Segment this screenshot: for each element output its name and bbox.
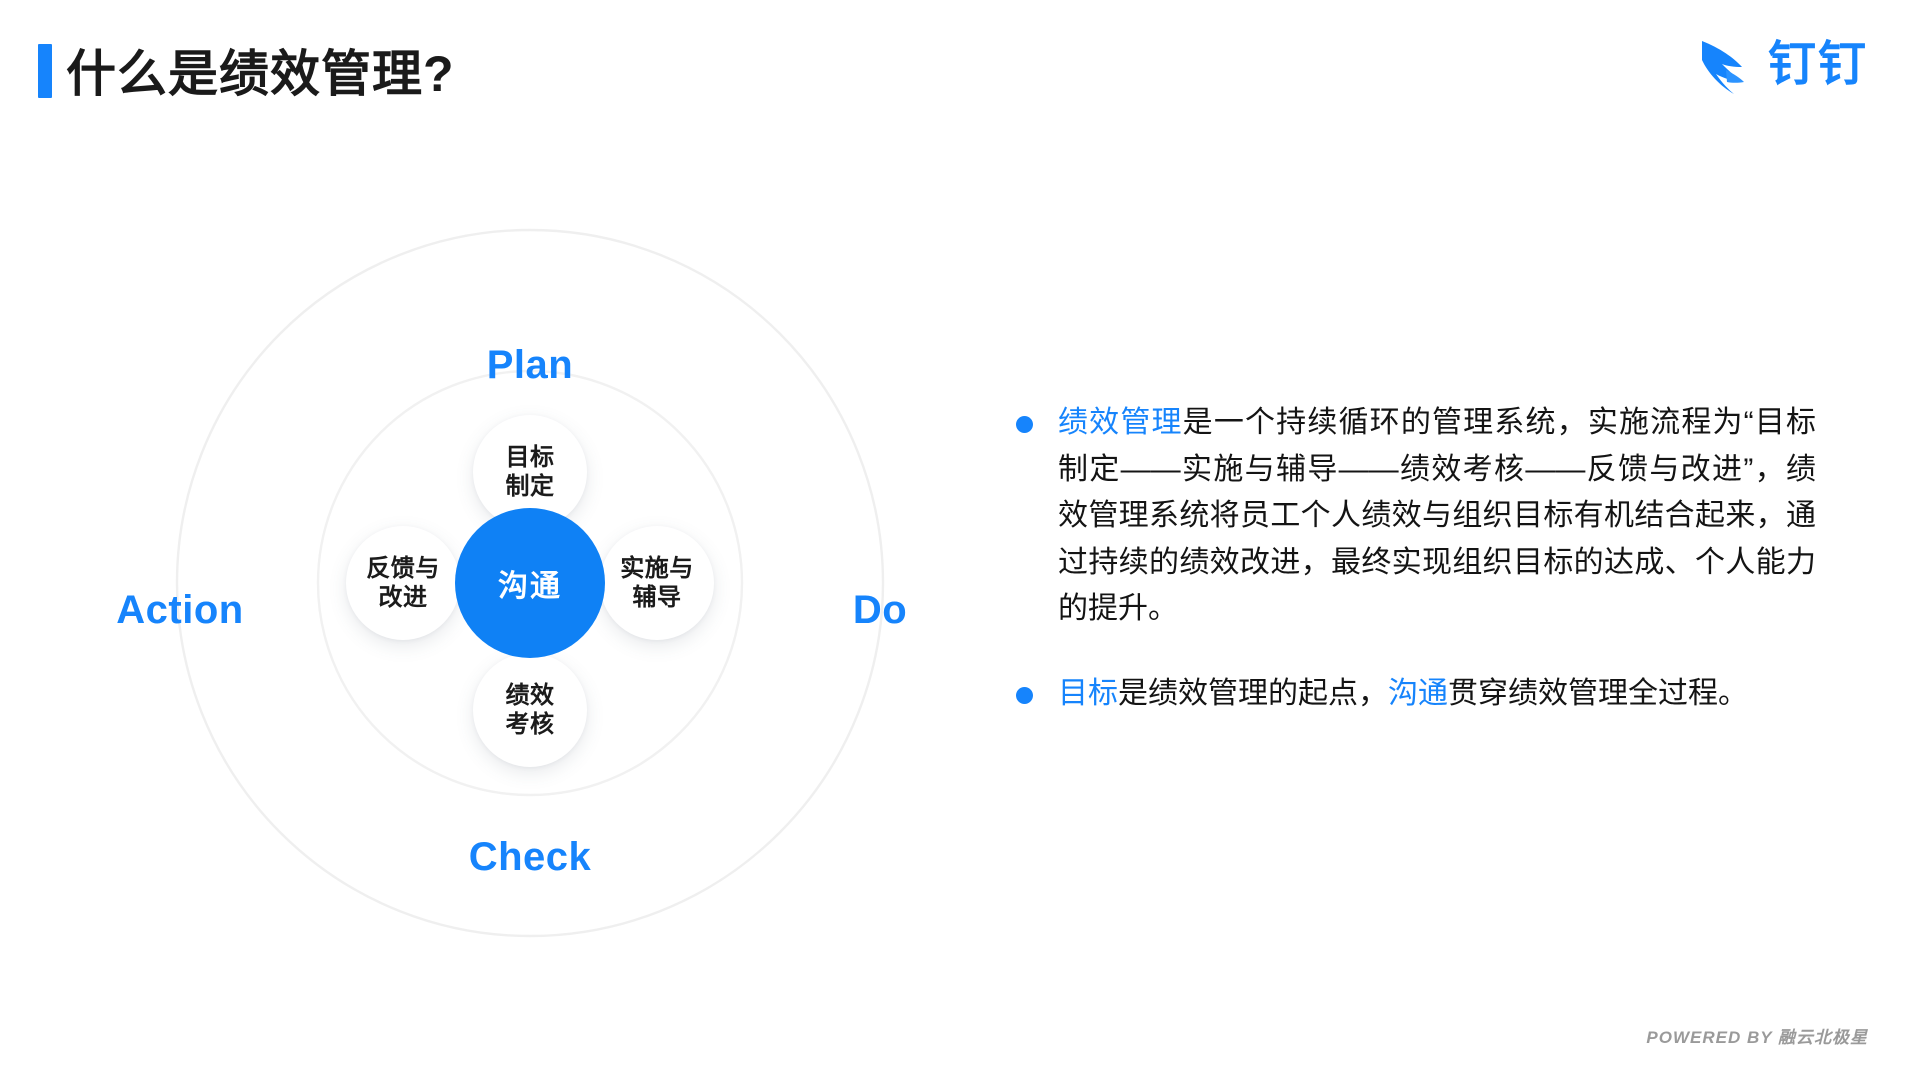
bullet-plain-text: 是绩效管理的起点， xyxy=(1118,676,1388,710)
stage-node-check-line2: 考核 xyxy=(505,711,555,738)
stage-node-action-line2: 改进 xyxy=(378,584,428,611)
ring-label-action: Action xyxy=(116,588,244,632)
stage-node-check-line1: 绩效 xyxy=(505,681,555,709)
stage-node-plan-line2: 制定 xyxy=(505,473,555,500)
bullet-text: 目标是绩效管理的起点，沟通贯穿绩效管理全过程。 xyxy=(1058,671,1816,718)
center-node-communication[interactable]: 沟通 xyxy=(455,508,605,658)
inner-ring xyxy=(316,369,744,797)
footer-credit: POWERED BY 融云北极星 xyxy=(1646,1028,1868,1047)
outer-ring xyxy=(175,228,885,938)
stage-node-do-line2: 辅导 xyxy=(632,584,682,611)
bullet-list: 绩效管理是一个持续循环的管理系统，实施流程为“目标制定——实施与辅导——绩效考核… xyxy=(1016,400,1816,755)
pdca-cycle-diagram: Plan Do Check Action 目标 制定 实施与 辅导 绩效 考核 … xyxy=(110,163,950,1003)
slide-header: 什么是绩效管理? 钉钉 xyxy=(0,0,1920,150)
stage-node-plan-line1: 目标 xyxy=(505,443,555,471)
bullet-plain-text: 是一个持续循环的管理系统，实施流程为“目标制定——实施与辅导——绩效考核——反馈… xyxy=(1058,406,1816,625)
ring-label-do: Do xyxy=(852,588,908,632)
ring-label-check: Check xyxy=(468,835,592,879)
stage-node-action-line1: 反馈与 xyxy=(366,554,440,582)
list-item: 目标是绩效管理的起点，沟通贯穿绩效管理全过程。 xyxy=(1016,671,1816,718)
bullet-plain-text: 贯穿绩效管理全过程。 xyxy=(1448,676,1748,710)
brand-logo: 钉钉 xyxy=(1696,34,1868,96)
bullet-highlight-text: 沟通 xyxy=(1388,676,1448,710)
bullet-highlight-text: 目标 xyxy=(1058,676,1118,710)
page-title: 什么是绩效管理? xyxy=(66,46,455,102)
bullet-dot-icon xyxy=(1016,686,1033,704)
stage-node-check[interactable]: 绩效 考核 xyxy=(473,653,587,767)
list-item: 绩效管理是一个持续循环的管理系统，实施流程为“目标制定——实施与辅导——绩效考核… xyxy=(1016,400,1816,633)
cycle-rings xyxy=(175,228,885,938)
stage-node-action[interactable]: 反馈与 改进 xyxy=(346,526,460,640)
title-accent-bar xyxy=(38,44,52,98)
stage-node-do-line1: 实施与 xyxy=(620,554,694,582)
dingtalk-wing-icon xyxy=(1701,41,1744,94)
bullet-text: 绩效管理是一个持续循环的管理系统，实施流程为“目标制定——实施与辅导——绩效考核… xyxy=(1058,400,1816,633)
ring-label-plan: Plan xyxy=(486,343,574,387)
center-node-label: 沟通 xyxy=(498,570,562,603)
stage-node-do[interactable]: 实施与 辅导 xyxy=(600,526,714,640)
bullet-highlight-text: 绩效管理 xyxy=(1058,406,1183,439)
bullet-dot-icon xyxy=(1016,416,1033,433)
brand-name: 钉钉 xyxy=(1767,38,1868,91)
